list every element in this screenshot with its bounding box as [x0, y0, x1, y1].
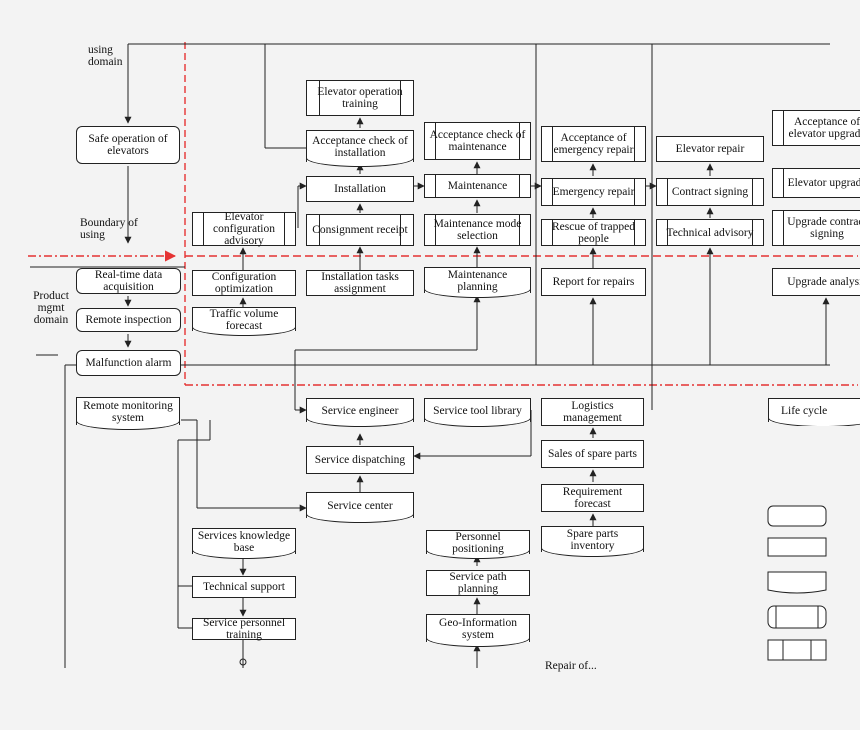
- elevator-repair-node[interactable]: Elevator repair: [656, 136, 764, 162]
- accept-maintenance-node[interactable]: Acceptance check of maintenance: [424, 122, 531, 160]
- personnel-positioning-node[interactable]: Personnel positioning: [426, 530, 530, 559]
- personnel-training-node[interactable]: Service personnel training: [192, 617, 296, 641]
- sales-spare-parts-node[interactable]: Sales of spare parts: [541, 440, 644, 468]
- product-domain-label: Product mgmt domain: [33, 290, 69, 326]
- upgrade-analysis-node[interactable]: Upgrade analysis: [772, 268, 860, 296]
- remote-inspection-node[interactable]: Remote inspection: [76, 308, 181, 332]
- rescue-node[interactable]: Rescue of trapped people: [541, 219, 646, 246]
- spare-parts-inventory-node[interactable]: Spare parts inventory: [541, 526, 644, 557]
- contract-signing-node[interactable]: Contract signing: [656, 178, 764, 206]
- service-dispatching-node[interactable]: Service dispatching: [306, 446, 414, 474]
- maintenance-node[interactable]: Maintenance: [424, 174, 531, 198]
- config-advisory-node[interactable]: Elevator configuration advisory: [192, 211, 296, 247]
- service-engineer-node[interactable]: Service engineer: [306, 398, 414, 427]
- technical-advisory-node[interactable]: Technical advisory: [656, 219, 764, 246]
- elevator-upgrade-node[interactable]: Elevator upgrade: [772, 168, 860, 198]
- remote-monitoring-node[interactable]: Remote monitoring system: [76, 397, 180, 430]
- using-domain-label: using domain: [88, 44, 123, 68]
- consignment-receipt-node[interactable]: Consignment receipt: [306, 214, 414, 246]
- life-cycle-node[interactable]: Life cycle: [768, 398, 860, 426]
- service-center-node[interactable]: Service center: [306, 492, 414, 523]
- accept-installation-node[interactable]: Acceptance check of installation: [306, 130, 414, 167]
- malfunction-alarm-node[interactable]: Malfunction alarm: [76, 350, 181, 376]
- maintenance-planning-node[interactable]: Maintenance planning: [424, 267, 531, 298]
- legend-process-shape: [767, 605, 827, 629]
- operation-training-node[interactable]: Elevator operation training: [306, 80, 414, 116]
- service-path-node[interactable]: Service path planning: [426, 570, 530, 596]
- installation-node[interactable]: Installation: [306, 176, 414, 202]
- domain-boundaries: [28, 42, 858, 386]
- config-optimization-node[interactable]: Configuration optimization: [192, 270, 296, 296]
- connectors: [30, 43, 830, 668]
- requirement-forecast-node[interactable]: Requirement forecast: [541, 484, 644, 512]
- life-cycle-clip: Life cycle: [768, 396, 860, 426]
- realtime-data-node[interactable]: Real-time data acquisition: [76, 268, 181, 294]
- technical-support-node[interactable]: Technical support: [192, 576, 296, 598]
- upgrade-contract-node[interactable]: Upgrade contract signing: [772, 210, 860, 246]
- legend: [767, 505, 827, 661]
- legend-rect-shape: [767, 537, 827, 557]
- boundary-label: Boundary of using: [80, 217, 138, 241]
- knowledge-base-node[interactable]: Services knowledge base: [192, 528, 296, 559]
- legend-predefined-shape: [767, 639, 827, 661]
- upgrade-column: Acceptance of elevator upgrade Elevator …: [772, 100, 860, 300]
- maintenance-mode-node[interactable]: Maintenance mode selection: [424, 214, 531, 246]
- service-tool-library-node[interactable]: Service tool library: [424, 398, 531, 427]
- report-repairs-node[interactable]: Report for repairs: [541, 268, 646, 296]
- emergency-repair-node[interactable]: Emergency repair: [541, 178, 646, 206]
- accept-emergency-node[interactable]: Acceptance of emergency repair: [541, 126, 646, 162]
- accept-upgrade-node[interactable]: Acceptance of elevator upgrade: [772, 110, 860, 146]
- legend-document-shape: [767, 571, 827, 594]
- logistics-node[interactable]: Logistics management: [541, 398, 644, 426]
- geo-information-node[interactable]: Geo-Information system: [426, 614, 530, 647]
- safe-operation-node[interactable]: Safe operation of elevators: [76, 126, 180, 164]
- repair-footer-label: Repair of...: [545, 660, 597, 672]
- traffic-forecast-node[interactable]: Traffic volume forecast: [192, 307, 296, 336]
- legend-rounded-shape: [767, 505, 827, 527]
- installation-tasks-node[interactable]: Installation tasks assignment: [306, 270, 414, 296]
